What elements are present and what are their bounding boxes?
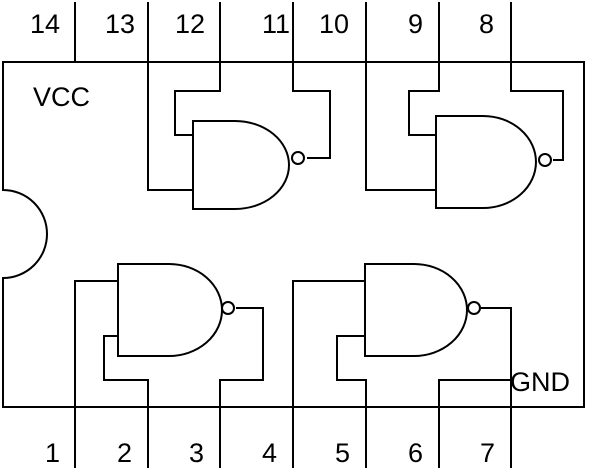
pin-label-2: 2 bbox=[117, 438, 132, 468]
pin-label-3: 3 bbox=[189, 438, 204, 468]
pin-label-12: 12 bbox=[175, 9, 205, 39]
gate-c-wiring bbox=[147, 62, 331, 191]
gate-a-wiring bbox=[74, 280, 264, 407]
gate-d-wiring bbox=[365, 62, 564, 191]
nand-gate-c bbox=[192, 120, 305, 210]
pin-label-4: 4 bbox=[262, 438, 277, 468]
nand-gate-d bbox=[435, 115, 552, 209]
pin-label-10: 10 bbox=[319, 9, 349, 39]
pin-label-13: 13 bbox=[105, 9, 135, 39]
pin-label-14: 14 bbox=[30, 9, 60, 39]
pin-label-6: 6 bbox=[408, 438, 423, 468]
pin-label-11: 11 bbox=[262, 9, 290, 39]
gate-b-wiring bbox=[292, 280, 512, 407]
pin-label-9: 9 bbox=[408, 9, 423, 39]
nand-gate-a bbox=[117, 263, 235, 357]
ic-package-outline bbox=[2, 61, 585, 408]
nand-gate-b bbox=[364, 263, 481, 357]
pin-label-8: 8 bbox=[479, 9, 494, 39]
gnd-label: GND bbox=[510, 367, 570, 397]
pin-label-7: 7 bbox=[480, 438, 495, 468]
vcc-label: VCC bbox=[33, 82, 90, 112]
pin-label-1: 1 bbox=[45, 438, 60, 468]
pin-label-5: 5 bbox=[335, 438, 350, 468]
